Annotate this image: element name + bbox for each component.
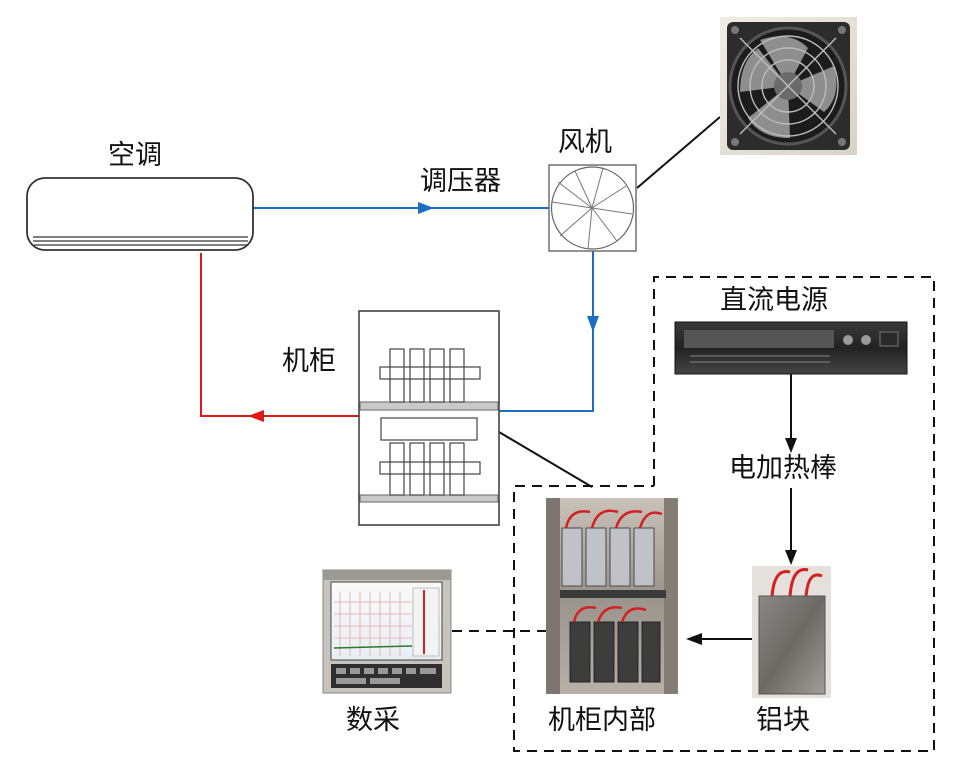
fan-photo [720, 17, 857, 155]
detail-dashed-border [513, 276, 935, 752]
voltage-regulator-label: 调压器 [420, 166, 501, 197]
air-conditioner-unit [26, 177, 254, 251]
cold-air-arrow-down [587, 316, 599, 332]
cabinet-interior-photo [546, 498, 678, 694]
aluminum-block-label: 铝块 [756, 705, 810, 736]
hot-air-arrow-left [248, 410, 264, 422]
hot-air-return-line [200, 253, 359, 417]
cabinet-detail-connector [498, 431, 593, 488]
psu-to-rod-arrow [785, 438, 797, 453]
data-acquisition-photo [322, 569, 452, 694]
data-acquisition-label: 数采 [346, 705, 400, 736]
fan-schematic [548, 164, 637, 252]
air-conditioner-label: 空调 [108, 140, 162, 171]
dc-power-supply-photo [674, 321, 908, 375]
cabinet-label: 机柜 [282, 346, 336, 377]
aluminum-block-photo [752, 566, 831, 698]
fan-label: 风机 [558, 127, 612, 158]
fan-photo-connector [636, 116, 721, 189]
electric-heating-rod-label: 电加热棒 [729, 453, 837, 484]
cabinet-schematic [358, 310, 500, 526]
rod-to-aluminum-arrow [785, 550, 797, 565]
aluminum-to-interior-arrow [686, 633, 702, 645]
dc-power-supply-label: 直流电源 [720, 285, 828, 316]
cabinet-interior-label: 机柜内部 [548, 705, 656, 736]
cold-air-arrow-right [418, 202, 434, 214]
